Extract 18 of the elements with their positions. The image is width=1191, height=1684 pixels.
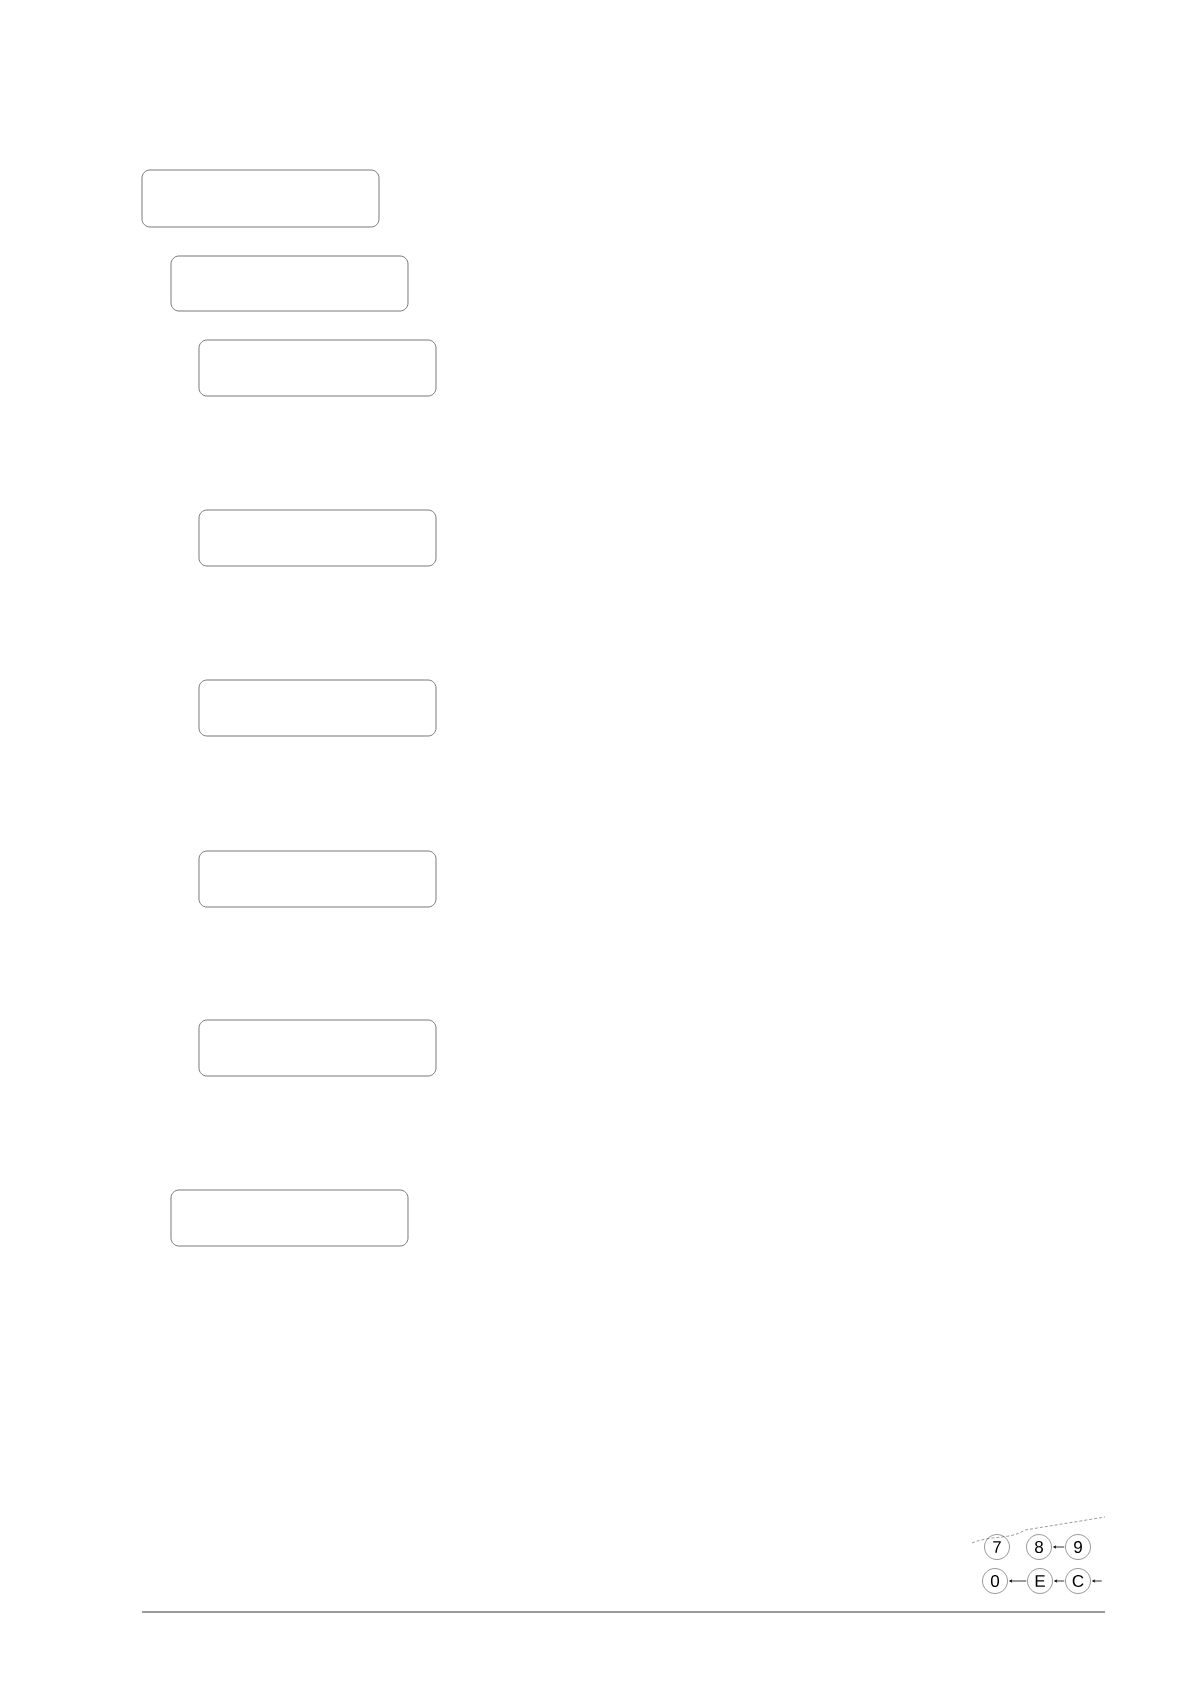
- key-button: 0: [982, 1568, 1008, 1594]
- arrow: [1092, 1579, 1103, 1583]
- key-button: 9: [1065, 1534, 1091, 1560]
- arrow: [1053, 1545, 1065, 1549]
- display-box: [198, 1019, 437, 1077]
- display-box: [198, 509, 437, 567]
- key-button: 8: [1026, 1534, 1052, 1560]
- arrow: [1054, 1579, 1065, 1583]
- key-button: 7: [984, 1534, 1010, 1560]
- display-box: [170, 1189, 409, 1247]
- display-box: [141, 169, 380, 228]
- display-box: [198, 850, 437, 908]
- display-box: [198, 339, 437, 397]
- key-button: C: [1065, 1568, 1091, 1594]
- key-button: E: [1027, 1568, 1053, 1594]
- display-box: [170, 255, 409, 312]
- arrow: [1009, 1579, 1027, 1583]
- display-box: [198, 679, 437, 737]
